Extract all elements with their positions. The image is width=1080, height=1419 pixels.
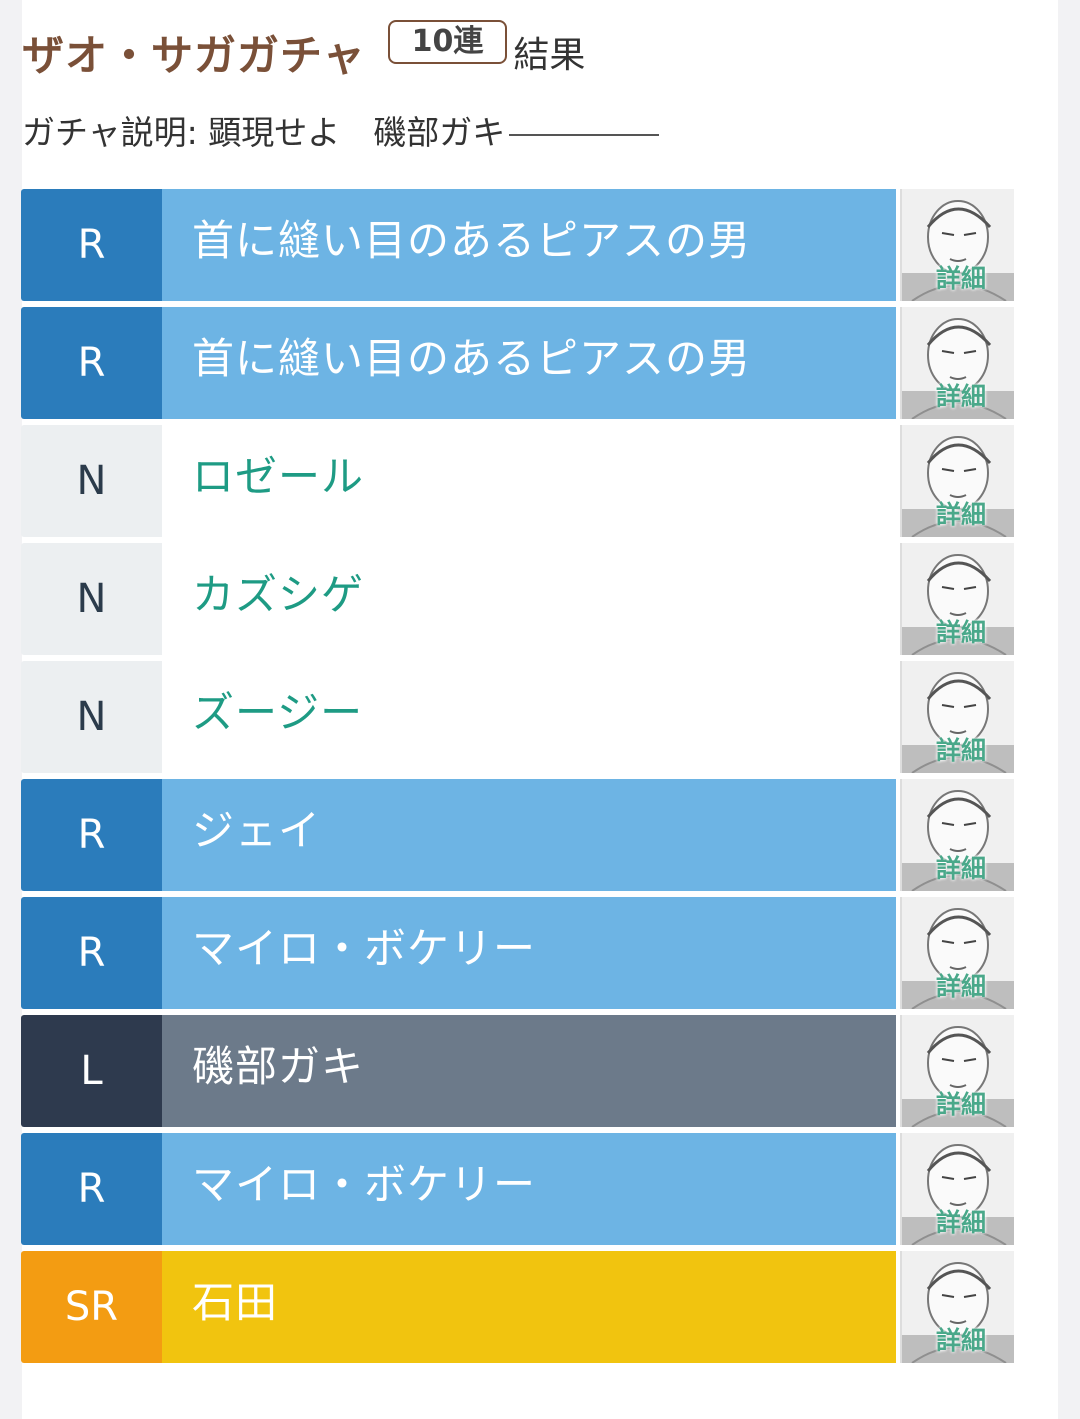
rarity-badge: R: [21, 897, 162, 1009]
detail-link[interactable]: 詳細: [936, 264, 987, 293]
result-row-1[interactable]: R 首に縫い目のあるピアスの男 詳細: [21, 189, 1016, 301]
character-name: マイロ・ボケリー: [162, 1133, 896, 1245]
character-name: ズージー: [162, 661, 896, 773]
detail-link[interactable]: 詳細: [936, 854, 987, 883]
description-rule: [509, 133, 660, 136]
character-portrait-icon[interactable]: 詳細: [900, 1015, 1014, 1127]
detail-link[interactable]: 詳細: [936, 500, 987, 529]
detail-link[interactable]: 詳細: [936, 618, 987, 647]
character-name: 首に縫い目のあるピアスの男: [162, 189, 896, 301]
character-name: マイロ・ボケリー: [162, 897, 896, 1009]
rarity-badge: R: [21, 1133, 162, 1245]
result-row-10[interactable]: SR 石田 詳細: [21, 1251, 1016, 1363]
result-list: R 首に縫い目のあるピアスの男 詳細 R 首に縫い目のあるピアスの男: [21, 189, 1016, 1369]
character-portrait-icon[interactable]: 詳細: [900, 1251, 1014, 1363]
character-name: 石田: [162, 1251, 896, 1363]
result-label: 結果: [513, 35, 586, 76]
character-name: カズシゲ: [162, 543, 896, 655]
character-portrait-icon[interactable]: 詳細: [900, 543, 1014, 655]
character-portrait-icon[interactable]: 詳細: [900, 661, 1014, 773]
result-row-6[interactable]: R ジェイ 詳細: [21, 779, 1016, 891]
rarity-badge: R: [21, 779, 162, 891]
ten-pull-badge: 10連: [387, 20, 508, 64]
rarity-badge: SR: [21, 1251, 162, 1363]
character-portrait-icon[interactable]: 詳細: [900, 307, 1014, 419]
detail-link[interactable]: 詳細: [936, 972, 987, 1001]
detail-link[interactable]: 詳細: [936, 1090, 987, 1119]
description-text: ガチャ説明: 顕現せよ 磯部ガキ: [22, 113, 506, 152]
character-name: ロゼール: [162, 425, 896, 537]
result-row-7[interactable]: R マイロ・ボケリー 詳細: [21, 897, 1016, 1009]
result-row-9[interactable]: R マイロ・ボケリー 詳細: [21, 1133, 1016, 1245]
character-name: 磯部ガキ: [162, 1015, 896, 1127]
result-row-2[interactable]: R 首に縫い目のあるピアスの男 詳細: [21, 307, 1016, 419]
gacha-description: ガチャ説明: 顕現せよ 磯部ガキ: [22, 106, 660, 154]
rarity-badge: R: [21, 307, 162, 419]
character-portrait-icon[interactable]: 詳細: [900, 1133, 1014, 1245]
result-row-3[interactable]: N ロゼール 詳細: [21, 425, 1016, 537]
detail-link[interactable]: 詳細: [936, 1326, 987, 1355]
character-portrait-icon[interactable]: 詳細: [900, 897, 1014, 1009]
character-portrait-icon[interactable]: 詳細: [900, 189, 1014, 301]
character-name: 首に縫い目のあるピアスの男: [162, 307, 896, 419]
detail-link[interactable]: 詳細: [936, 382, 987, 411]
character-name: ジェイ: [162, 779, 896, 891]
rarity-badge: N: [21, 661, 162, 773]
rarity-badge: N: [21, 425, 162, 537]
result-row-8[interactable]: L 磯部ガキ 詳細: [21, 1015, 1016, 1127]
result-row-4[interactable]: N カズシゲ 詳細: [21, 543, 1016, 655]
rarity-badge: R: [21, 189, 162, 301]
detail-link[interactable]: 詳細: [936, 1208, 987, 1237]
header: ザオ・サガガチャ 10連 結果: [22, 20, 586, 82]
result-row-5[interactable]: N ズージー 詳細: [21, 661, 1016, 773]
detail-link[interactable]: 詳細: [936, 736, 987, 765]
rarity-badge: L: [21, 1015, 162, 1127]
character-portrait-icon[interactable]: 詳細: [900, 779, 1014, 891]
rarity-badge: N: [21, 543, 162, 655]
gacha-title: ザオ・サガガチャ: [22, 30, 366, 80]
character-portrait-icon[interactable]: 詳細: [900, 425, 1014, 537]
